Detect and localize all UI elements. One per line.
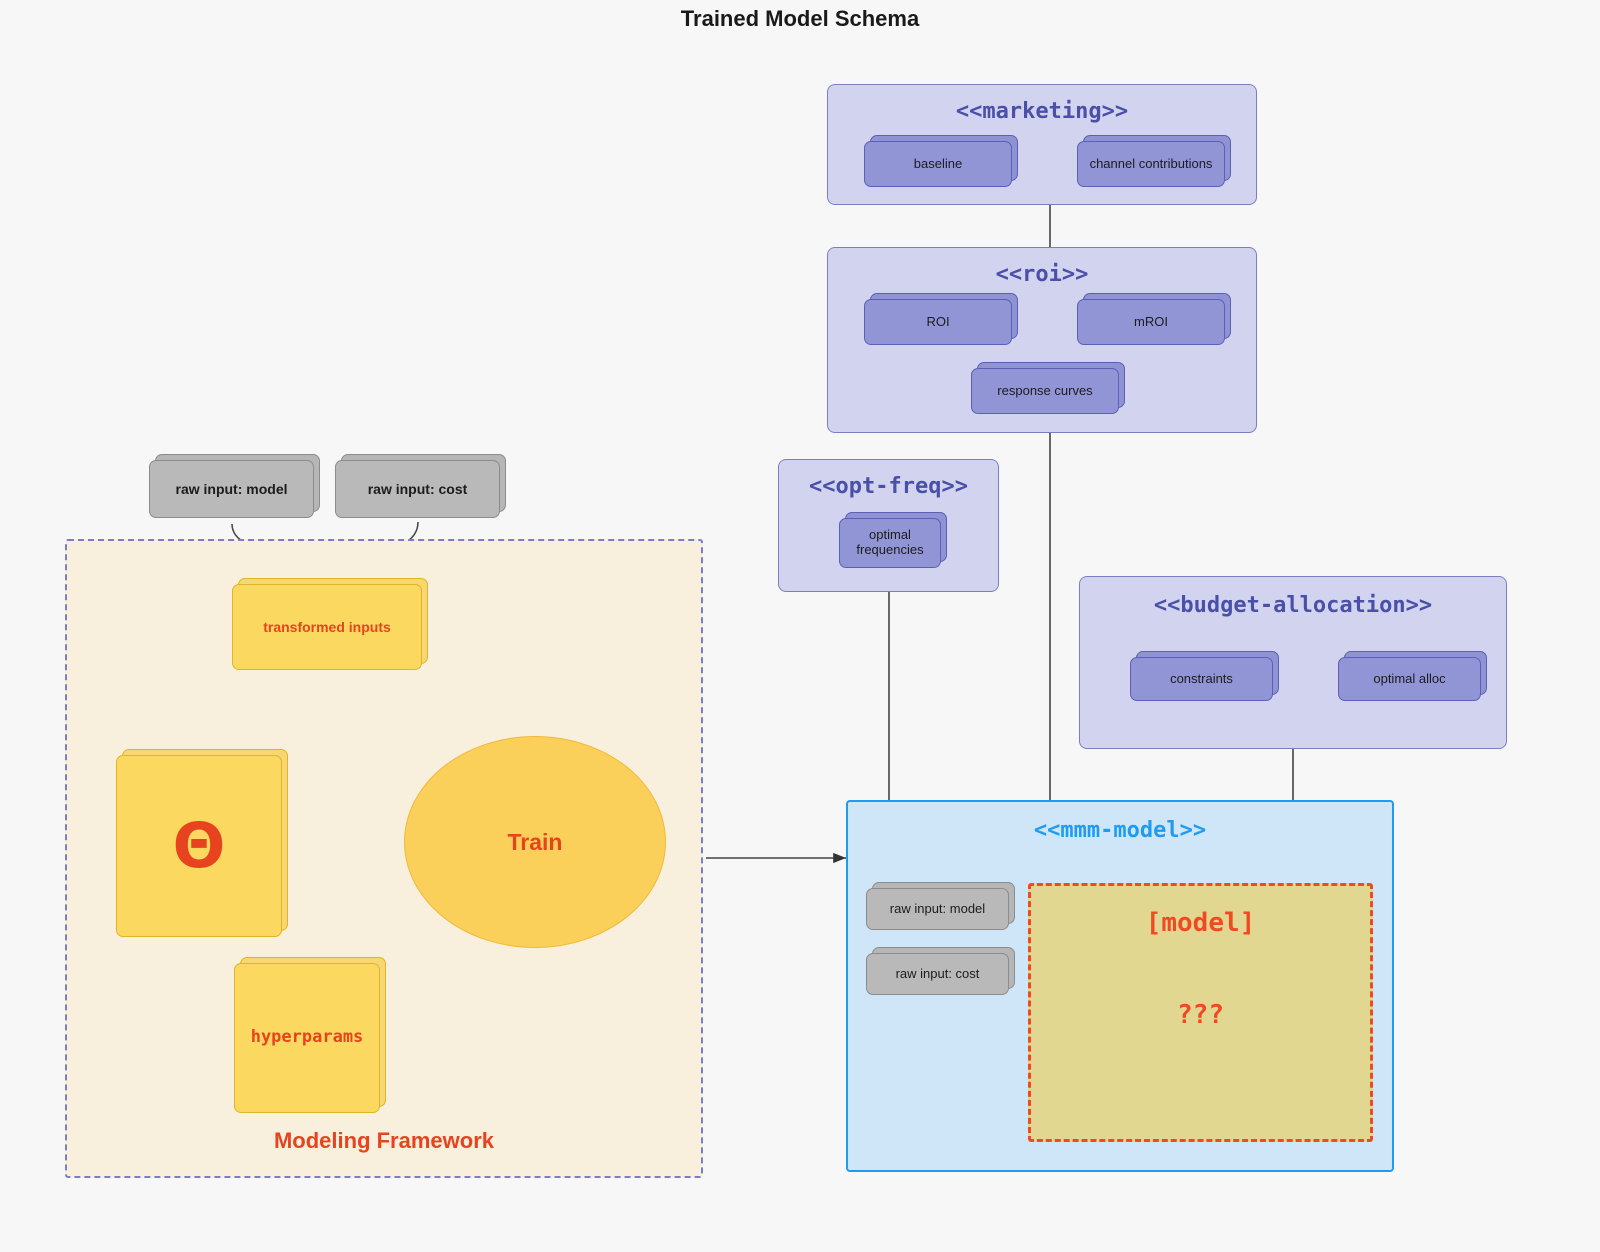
- node-roi-label: ROI: [864, 299, 1012, 345]
- model-region-heading: [model]: [1145, 908, 1256, 938]
- node-baseline-label: baseline: [864, 141, 1012, 187]
- model-region-body: ???: [1177, 1000, 1224, 1030]
- package-roi-title: <<roi>>: [995, 262, 1089, 287]
- node-transformed-inputs-label: transformed inputs: [232, 584, 422, 670]
- package-marketing-title: <<marketing>>: [955, 99, 1129, 124]
- node-channel-contributions[interactable]: channel contributions: [1077, 135, 1231, 187]
- node-hyperparams-label: hyperparams: [234, 963, 380, 1113]
- node-hyperparams[interactable]: hyperparams: [234, 957, 386, 1113]
- package-roi[interactable]: <<roi>> ROI mROI response curves: [827, 247, 1257, 433]
- node-optimal-frequencies-line2: frequencies: [856, 542, 924, 557]
- node-raw-input-model[interactable]: raw input: model: [149, 454, 320, 518]
- node-response-curves-label: response curves: [971, 368, 1119, 414]
- node-response-curves[interactable]: response curves: [971, 362, 1125, 414]
- node-optimal-frequencies[interactable]: optimal frequencies: [839, 512, 947, 568]
- package-opt-freq-title: <<opt-freq>>: [809, 474, 968, 499]
- package-marketing[interactable]: <<marketing>> baseline channel contribut…: [827, 84, 1257, 205]
- node-constraints[interactable]: constraints: [1130, 651, 1279, 701]
- train-ellipse[interactable]: Train: [404, 736, 666, 948]
- node-baseline[interactable]: baseline: [864, 135, 1018, 187]
- node-transformed-inputs[interactable]: transformed inputs: [232, 578, 428, 670]
- node-mmm-raw-input-model[interactable]: raw input: model: [866, 882, 1015, 930]
- package-budget-allocation-title: <<budget-allocation>>: [1153, 593, 1433, 618]
- theta-glyph: Θ: [172, 809, 226, 882]
- node-roi[interactable]: ROI: [864, 293, 1018, 345]
- node-raw-input-model-label: raw input: model: [149, 460, 314, 518]
- node-optimal-frequencies-label: optimal frequencies: [839, 518, 941, 568]
- node-channel-contributions-label: channel contributions: [1077, 141, 1225, 187]
- node-theta[interactable]: Θ: [116, 749, 288, 937]
- node-optimal-alloc-label: optimal alloc: [1338, 657, 1481, 701]
- train-label: Train: [507, 828, 563, 855]
- node-mroi-label: mROI: [1077, 299, 1225, 345]
- node-mmm-raw-input-cost-label: raw input: cost: [866, 953, 1009, 995]
- modeling-framework-label: Modeling Framework: [273, 1128, 495, 1153]
- package-mmm-model-title: <<mmm-model>>: [1033, 818, 1207, 843]
- model-region[interactable]: [model] ???: [1028, 883, 1373, 1142]
- node-optimal-alloc[interactable]: optimal alloc: [1338, 651, 1487, 701]
- package-budget-allocation[interactable]: <<budget-allocation>> constraints optima…: [1079, 576, 1507, 749]
- node-mmm-raw-input-cost[interactable]: raw input: cost: [866, 947, 1015, 995]
- node-mroi[interactable]: mROI: [1077, 293, 1231, 345]
- node-optimal-frequencies-line1: optimal: [869, 527, 911, 543]
- package-opt-freq[interactable]: <<opt-freq>> optimal frequencies: [778, 459, 999, 592]
- node-mmm-raw-input-model-label: raw input: model: [866, 888, 1009, 930]
- package-mmm-model[interactable]: <<mmm-model>> raw input: model raw input…: [846, 800, 1394, 1172]
- node-constraints-label: constraints: [1130, 657, 1273, 701]
- node-raw-input-cost[interactable]: raw input: cost: [335, 454, 506, 518]
- node-raw-input-cost-label: raw input: cost: [335, 460, 500, 518]
- node-theta-frame: Θ: [116, 755, 282, 937]
- page-title: Trained Model Schema: [680, 6, 920, 31]
